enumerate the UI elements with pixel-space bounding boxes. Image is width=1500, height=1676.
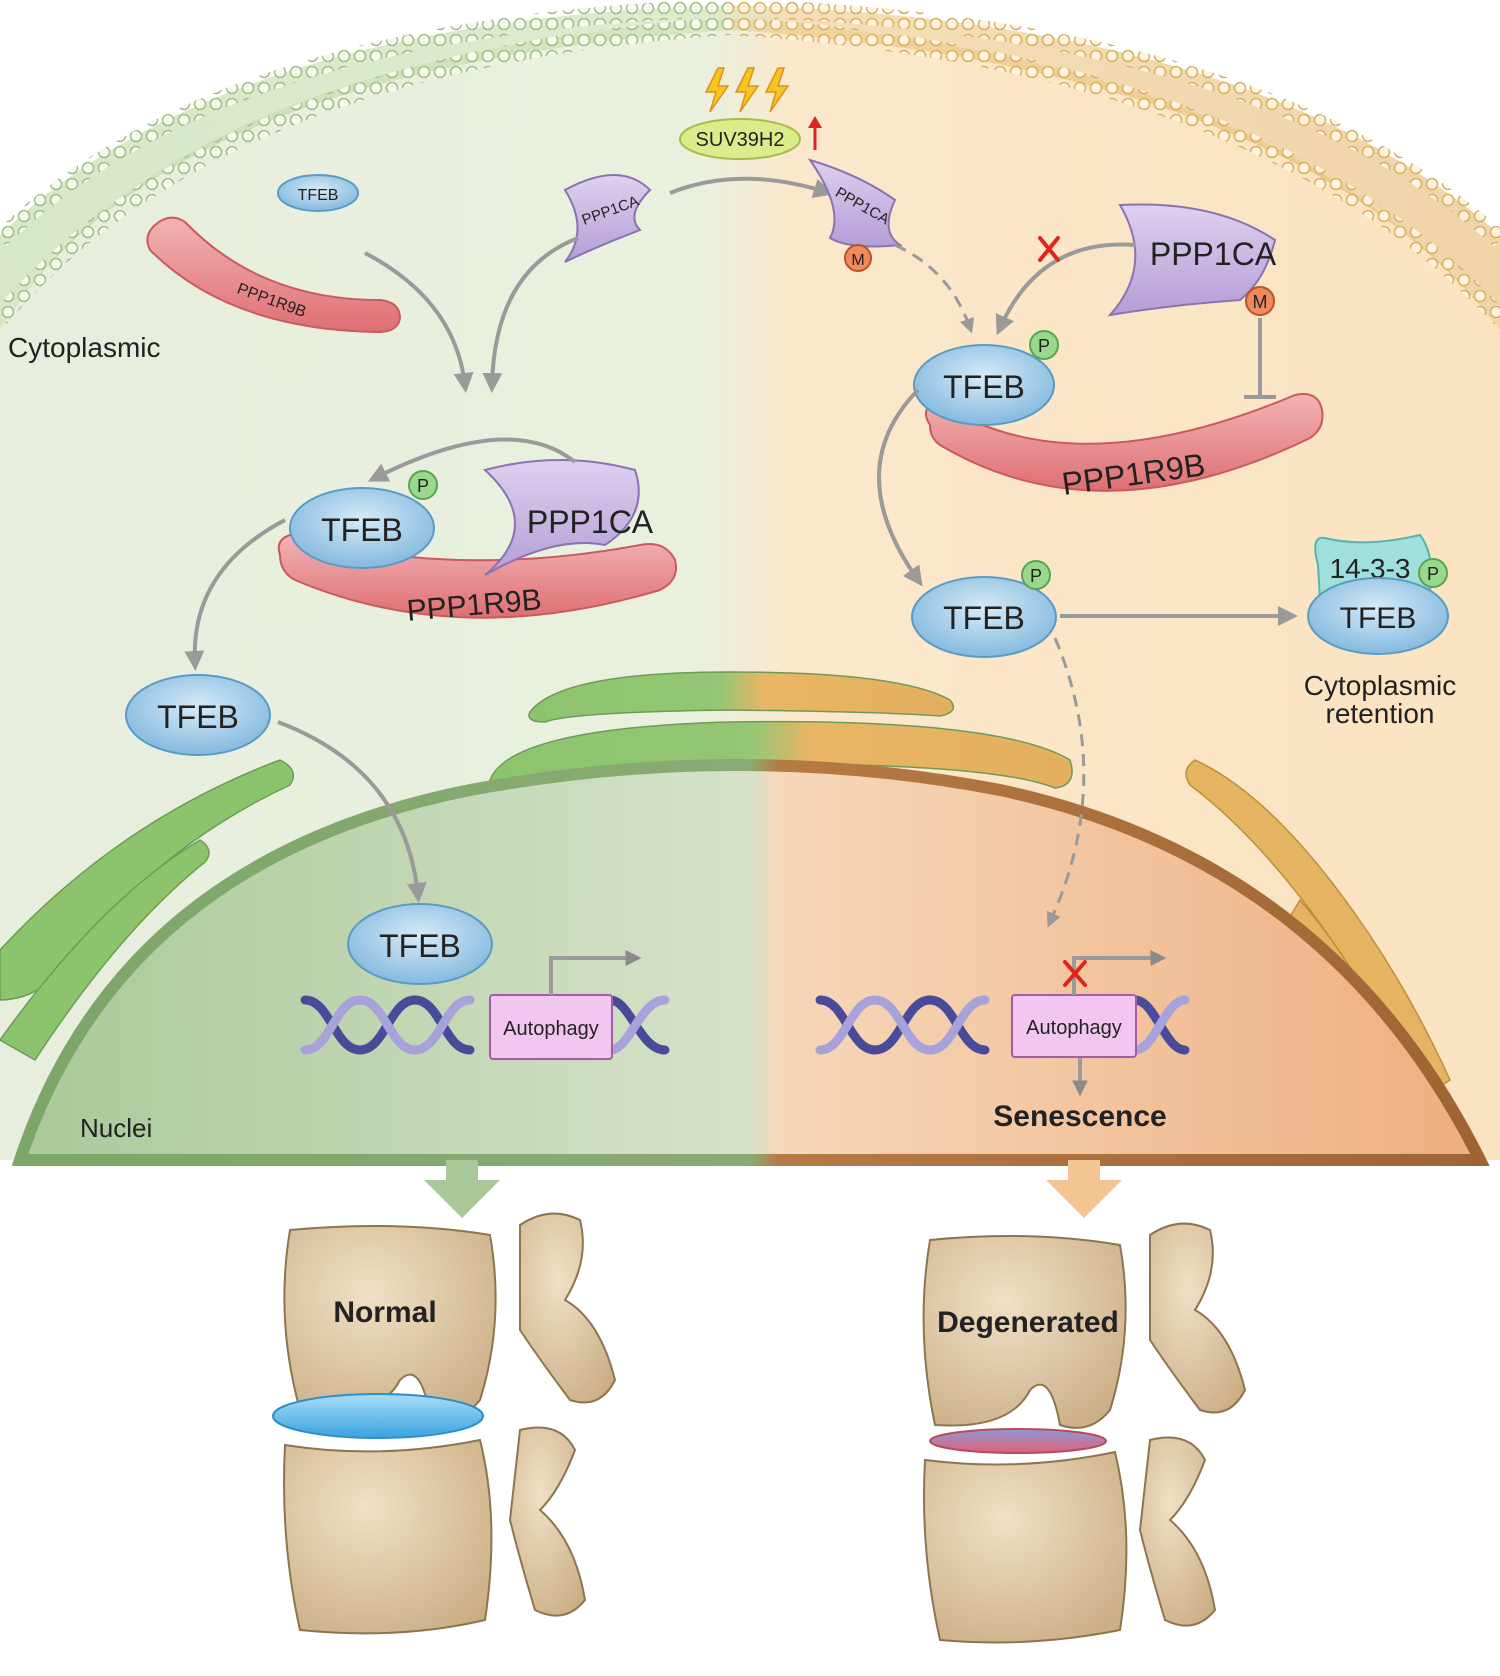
arrow-tfeb-nuclear-entry (277, 720, 427, 903)
arrow-dephosphorylation (367, 437, 577, 482)
nuclei-label: Nuclei (80, 1113, 152, 1143)
cell-membrane (0, 0, 1500, 330)
blocked-x-icon (1038, 236, 1060, 262)
lightning-icon (704, 67, 790, 113)
svg-text:TFEB: TFEB (379, 928, 461, 964)
dna-left (300, 995, 670, 1055)
tfeb-nuclear: TFEB (347, 903, 493, 985)
arrow-methylated-ppp1ca (894, 243, 975, 334)
cytoplasmic-label: Cytoplasmic (8, 332, 160, 363)
outcome-arrow-degenerated (1046, 1160, 1122, 1218)
arrow-complex-release (184, 518, 286, 671)
svg-text:M: M (1253, 292, 1268, 312)
svg-text:P: P (1030, 566, 1042, 586)
tfeb-phosphorylated: TFEB P (911, 560, 1057, 658)
senescence-label: Senescence (993, 1100, 1166, 1133)
svg-text:TFEB: TFEB (157, 699, 239, 735)
transcription-arrow-right (1072, 950, 1167, 995)
retention-label-line2: retention (1326, 698, 1435, 729)
spine-normal (272, 1212, 617, 1635)
nucleus (11, 759, 1490, 1166)
disc-degenerated (929, 1428, 1107, 1454)
retention-label-line1: Cytoplasmic (1304, 670, 1456, 701)
svg-text:P: P (1427, 564, 1439, 584)
autophagy-gene-left: Autophagy (489, 994, 613, 1060)
transcription-arrow-left (549, 950, 642, 995)
svg-text:TFEB: TFEB (943, 369, 1025, 405)
arrow-ppp1ca-to-complex (482, 236, 579, 393)
autophagy-gene-right: Autophagy (1011, 994, 1137, 1058)
spine-degenerated (922, 1222, 1247, 1644)
svg-text:PPP1CA: PPP1CA (527, 504, 654, 540)
svg-text:TFEB: TFEB (1340, 602, 1417, 635)
outcome-arrow-normal (424, 1160, 500, 1218)
suv39h2-badge: SUV39H2 (679, 118, 801, 160)
arrow-tfeb-to-complex (364, 251, 474, 393)
arrow-tfeb-phosphorylated-release (877, 388, 923, 587)
inhibition-bar (1244, 318, 1276, 399)
svg-text:M: M (851, 252, 864, 269)
svg-text:Autophagy: Autophagy (503, 1018, 599, 1040)
svg-text:P: P (1038, 336, 1050, 356)
arrow-blocked-dephosphorylation (995, 242, 1136, 336)
tfeb-free-small: TFEB (277, 174, 359, 212)
blocked-transcription-x-icon (1063, 960, 1087, 987)
svg-text:PPP1CA: PPP1CA (1150, 236, 1277, 272)
tfeb-released: TFEB (125, 674, 271, 756)
svg-text:TFEB: TFEB (321, 512, 403, 548)
tfeb-ppp1r9b-complex-right: PPP1R9B TFEB P (913, 330, 1324, 502)
svg-text:P: P (417, 476, 429, 496)
svg-text:SUV39H2: SUV39H2 (696, 129, 785, 151)
ppp1ca-small-left: PPP1CA (563, 174, 652, 263)
disc-normal (272, 1393, 484, 1439)
dna-right (815, 995, 1190, 1055)
up-arrow-icon (808, 116, 822, 150)
arrow-methylation (669, 176, 834, 198)
arrow-impaired-nuclear-entry (1046, 637, 1086, 928)
svg-text:Autophagy: Autophagy (1026, 1017, 1122, 1039)
ppp1ca-methylated-large: PPP1CA M (1107, 203, 1277, 317)
tfeb-ppp1ca-ppp1r9b-complex: PPP1R9B PPP1CA TFEB P (277, 459, 677, 628)
normal-label: Normal (333, 1296, 436, 1329)
degenerated-label: Degenerated (937, 1306, 1119, 1339)
svg-text:TFEB: TFEB (298, 187, 339, 204)
svg-text:TFEB: TFEB (943, 600, 1025, 636)
ppp1ca-small-right: PPP1CA M (807, 158, 903, 272)
tfeb-14-3-3-complex: 14-3-3 TFEB P (1307, 533, 1449, 655)
